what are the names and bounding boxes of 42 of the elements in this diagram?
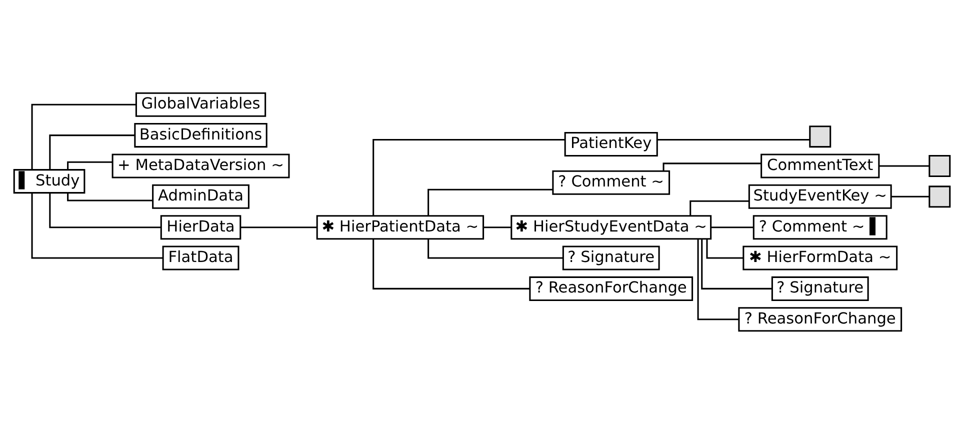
node-box: AdminData (152, 184, 249, 209)
connector (696, 239, 738, 320)
connector (710, 226, 753, 228)
connector (66, 161, 112, 170)
connector (30, 192, 162, 259)
node-box: HierData (160, 215, 241, 240)
connector (48, 134, 134, 170)
node-box: GlobalVariables (134, 92, 266, 117)
connector (30, 104, 136, 170)
node-box: + MetaDataVersion ~ (111, 154, 290, 178)
node-box: PatientKey (564, 132, 658, 157)
node-box (808, 126, 831, 148)
connector (372, 139, 564, 216)
node-box: ✱ HierPatientData ~ (316, 215, 484, 240)
node-box: ? Signature (770, 276, 868, 301)
connector (66, 193, 152, 202)
node-box: ? Comment ~ ▌ (752, 215, 887, 240)
connector (240, 226, 316, 228)
connector (657, 139, 810, 141)
node-box: ✱ HierFormData ~ (742, 246, 898, 270)
node-box (928, 186, 950, 208)
connector (483, 226, 511, 228)
connector (890, 196, 929, 198)
node-box: ? ReasonForChange (528, 276, 693, 301)
node-box (928, 154, 950, 177)
connector (878, 165, 929, 167)
node-box: ? Signature (562, 246, 660, 270)
node-box: ▌ Study (12, 169, 85, 194)
node-box: ? ReasonForChange (738, 307, 902, 332)
node-box: CommentText (760, 154, 880, 178)
connector (372, 239, 530, 290)
connector (427, 239, 563, 259)
connector (706, 239, 743, 259)
connector (48, 192, 161, 228)
connector (427, 188, 552, 216)
node-box: StudyEventKey ~ (748, 184, 892, 209)
connector (700, 239, 772, 290)
node-box: ✱ HierStudyEventData ~ (510, 215, 712, 240)
connector (662, 162, 760, 171)
node-box: BasicDefinitions (134, 123, 267, 148)
node-box: ? Comment ~ (552, 170, 670, 195)
node-box: FlatData (162, 246, 239, 270)
